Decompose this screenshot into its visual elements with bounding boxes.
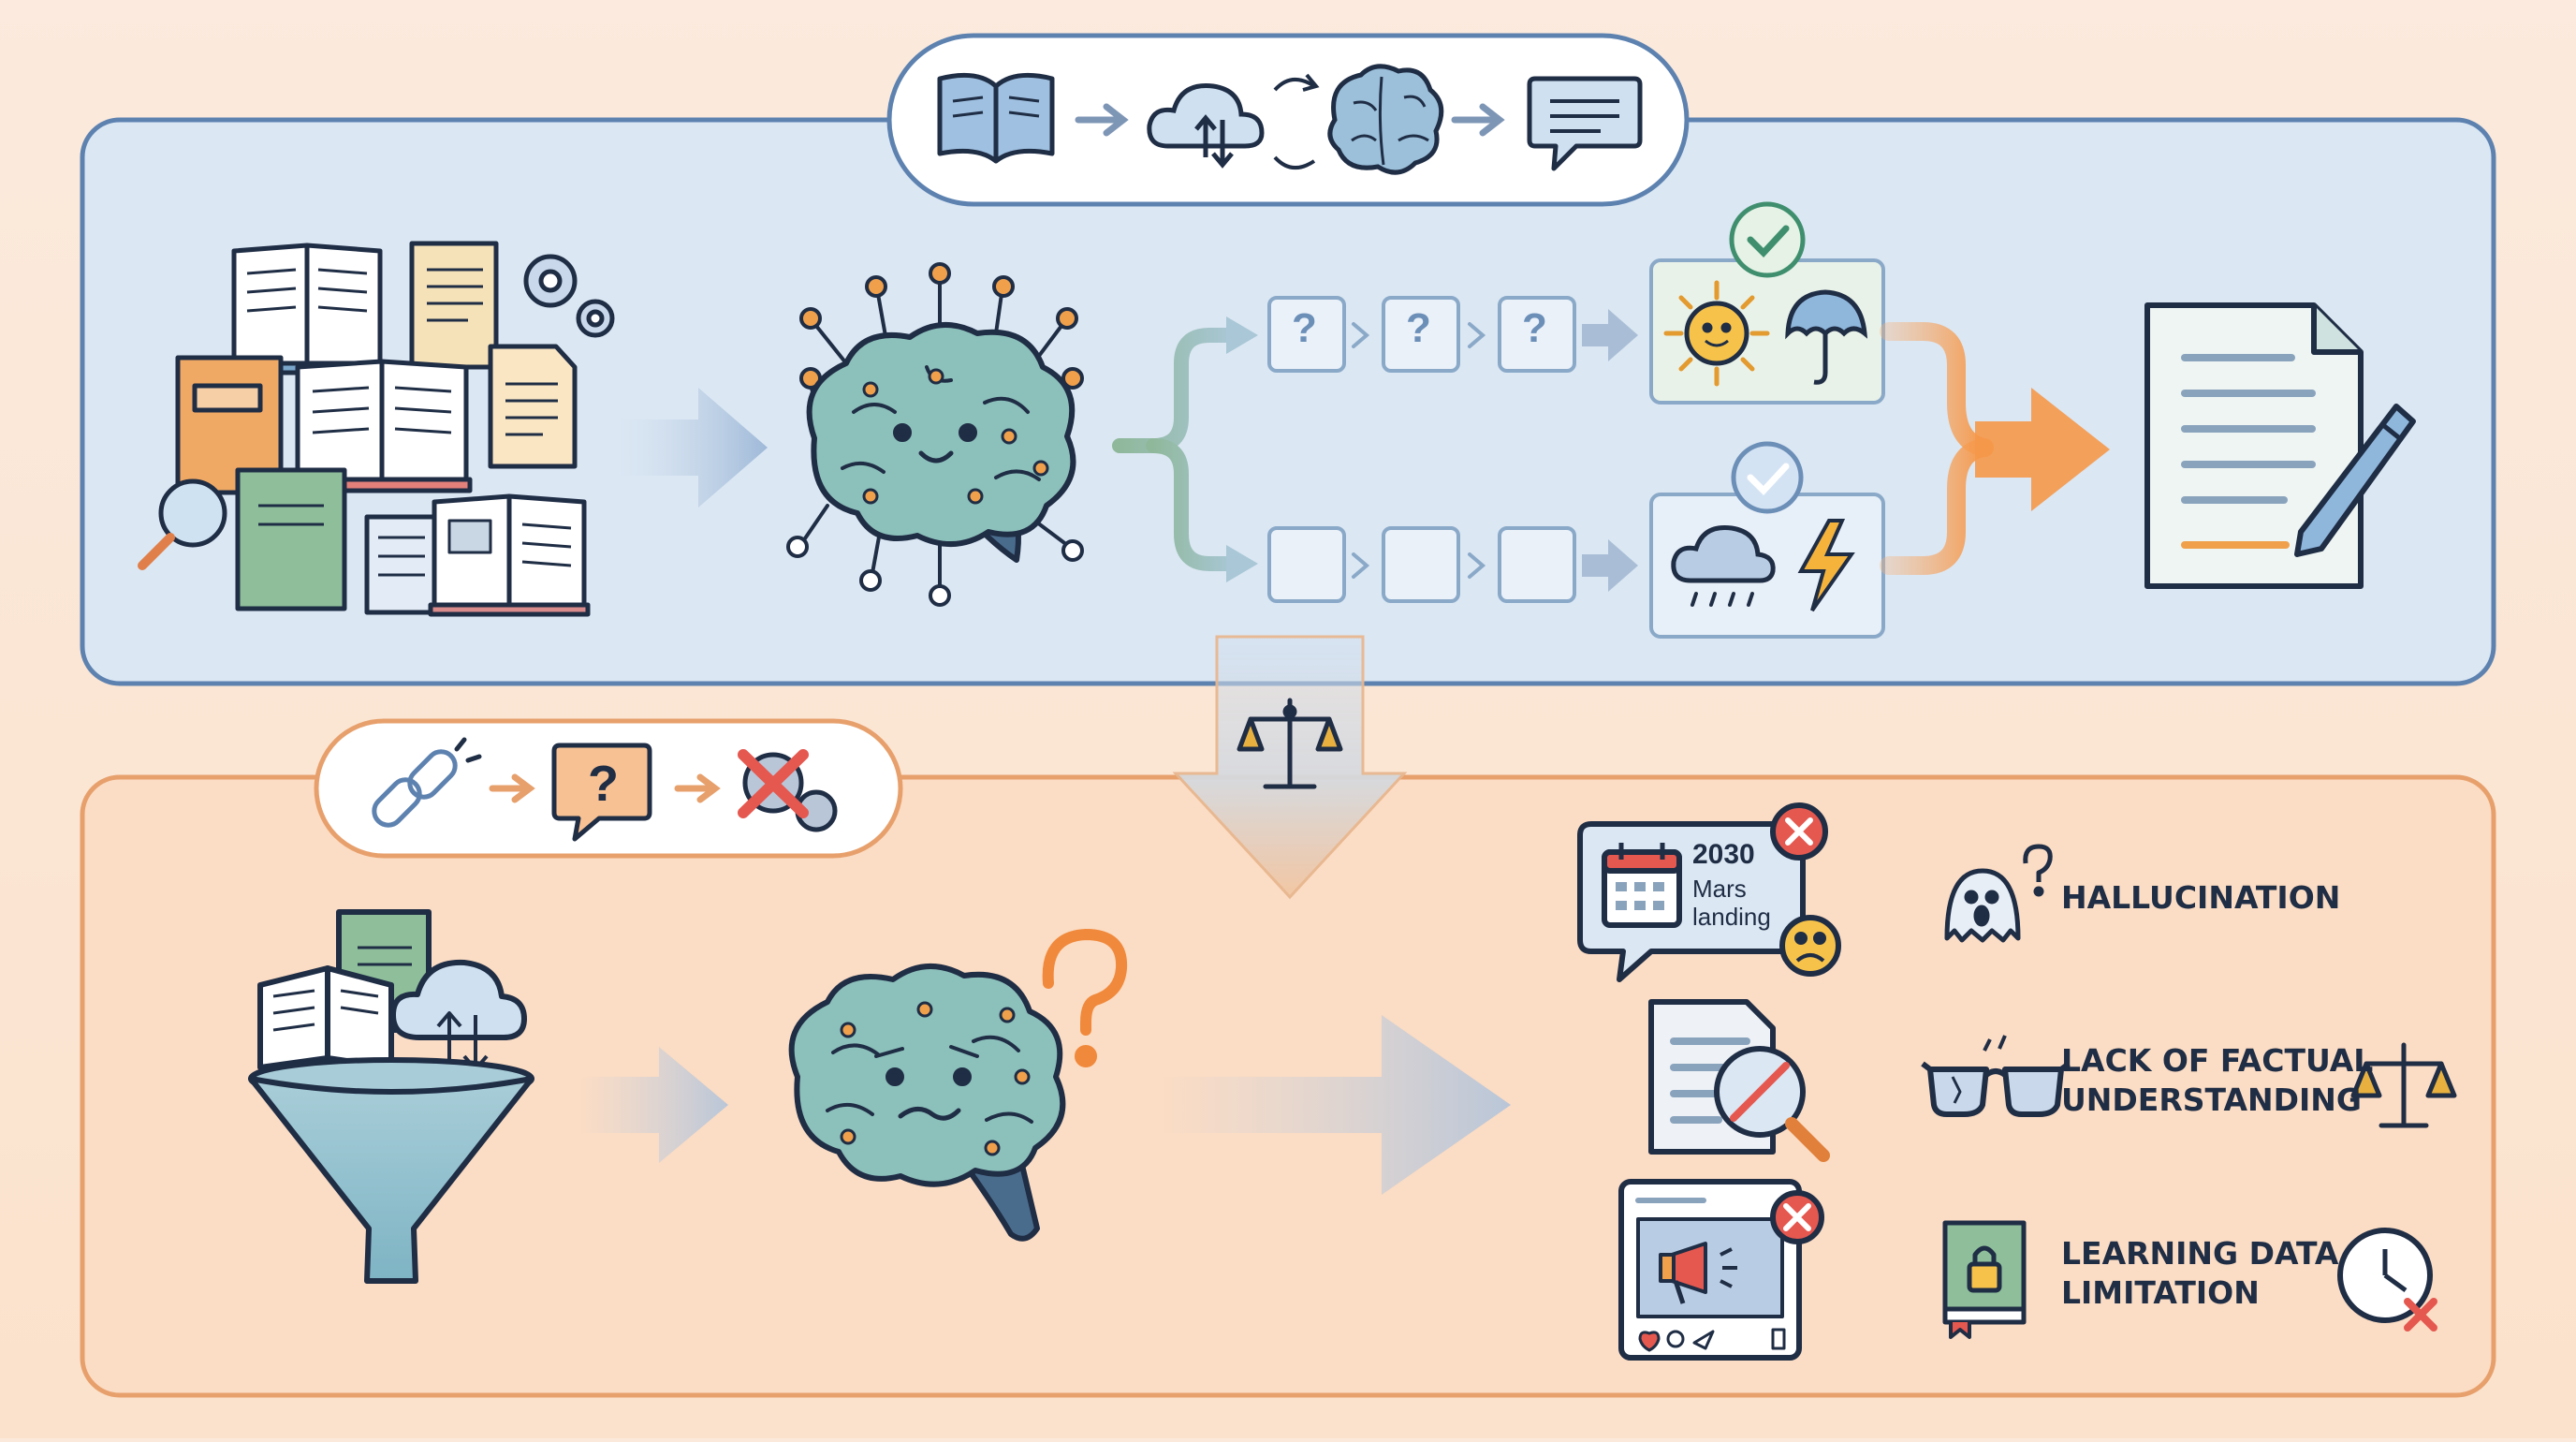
gears-icon — [523, 254, 615, 338]
false-claim-card — [1577, 802, 1841, 982]
input-arrow — [618, 388, 768, 508]
stormy-outcome — [1649, 441, 1885, 639]
chat-bubble-icon — [1527, 76, 1643, 171]
cloud-sync-icon — [1147, 83, 1265, 169]
megaphone-icon — [1659, 1242, 1737, 1304]
document-pen-icon — [2144, 302, 2416, 589]
issue-hallucination: HALLUCINATION — [2061, 878, 2340, 918]
branch-arrows — [1112, 328, 1241, 571]
locked-book-icon — [1942, 1220, 2027, 1339]
sun-icon — [1663, 280, 1770, 387]
sunny-outcome — [1649, 201, 1885, 405]
umbrella-icon — [1785, 289, 1868, 385]
funnel-arrow — [580, 1047, 728, 1163]
sad-face-icon — [1779, 915, 1841, 977]
merge-arrows — [1880, 322, 1994, 575]
book-icon — [937, 72, 1055, 164]
lightning-icon — [1797, 519, 1855, 612]
fact-check-card — [1648, 999, 1830, 1162]
question-bubble-icon — [551, 743, 652, 842]
calendar-icon — [1602, 843, 1682, 928]
balance-scale-icon — [1237, 698, 1343, 789]
question-mark-box-3: ? — [1522, 305, 1547, 351]
question-mark-box-1: ? — [1292, 305, 1317, 351]
issue-data-limit-line-1: LEARNING DATA — [2061, 1235, 2339, 1272]
question-mark-box-2: ? — [1406, 305, 1431, 351]
social-post-card — [1618, 1179, 1824, 1361]
failed-gears-icon — [738, 749, 838, 832]
broken-link-icon — [372, 737, 482, 828]
lower-path-steps — [1267, 526, 1576, 603]
issue-data-limit: LEARNING DATA LIMITATION — [2061, 1234, 2338, 1313]
bottom-flow-pill — [314, 718, 903, 859]
claim-line-2: landing — [1692, 903, 1771, 931]
down-arrow — [1172, 635, 1408, 900]
ghost-icon — [1944, 844, 2053, 943]
confused-brain-icon — [788, 929, 1128, 1242]
issue-factual-line-1: LACK OF FACTUAL — [2061, 1042, 2374, 1079]
broken-glasses-icon — [1921, 1035, 2071, 1117]
network-brain-icon — [786, 262, 1084, 607]
issue-factual-line-2: UNDERSTANDING — [2061, 1082, 2363, 1118]
output-arrow — [1161, 1015, 1511, 1195]
question-mark-bubble: ? — [588, 756, 619, 812]
issue-hallucination-label: HALLUCINATION — [2061, 879, 2341, 916]
data-funnel-icon — [248, 909, 534, 1284]
magnifier-icon — [138, 478, 227, 570]
claim-year: 2030 — [1692, 839, 1755, 870]
expired-clock-icon — [2337, 1228, 2437, 1332]
issue-data-limit-line-2: LIMITATION — [2061, 1274, 2260, 1311]
book-pile-icon — [138, 241, 615, 617]
issue-factual: LACK OF FACTUAL UNDERSTANDING — [2061, 1041, 2373, 1120]
claim-line-1: Mars — [1692, 875, 1747, 903]
brain-icon — [1327, 64, 1444, 175]
top-flow-pill — [886, 33, 1690, 207]
upper-path-steps — [1267, 296, 1576, 373]
rain-cloud-icon — [1671, 524, 1776, 607]
balance-scale-icon — [2350, 1042, 2457, 1128]
